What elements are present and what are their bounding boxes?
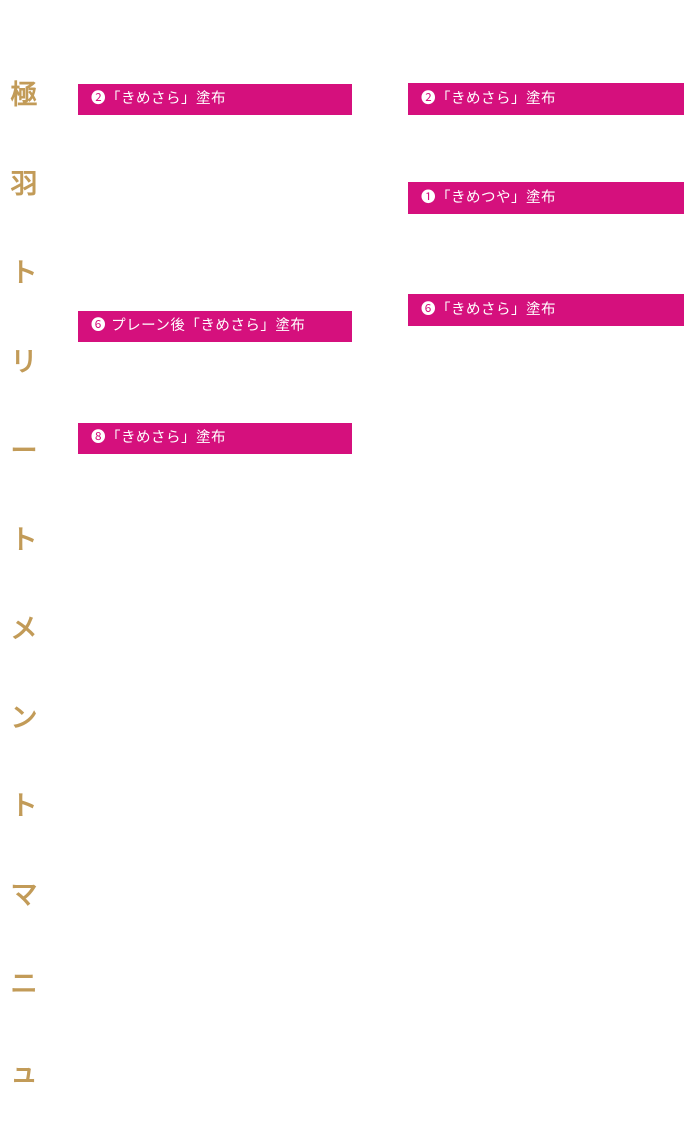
title-char: 極: [10, 80, 38, 112]
manual-page: 極 羽 ト リ ー ト メ ン ト マ ニ ュ ア ル ❷「きめさら」塗布 ❻ …: [4, 22, 684, 1089]
title-char: ニ: [10, 969, 38, 1001]
title-char: ュ: [10, 1058, 38, 1089]
step-bar-left-3[interactable]: ❽「きめさら」塗布: [78, 423, 352, 454]
step-bar-right-1[interactable]: ❷「きめさら」塗布: [408, 83, 684, 115]
page-title: 極 羽 ト リ ー ト メ ン ト マ ニ ュ ア ル: [4, 22, 44, 1088]
step-bar-label: ❻「きめさら」塗布: [421, 301, 556, 318]
step-bar-label: ❻ プレーン後「きめさら」塗布: [91, 318, 306, 335]
title-char: ン: [10, 702, 38, 734]
title-char: ト: [10, 791, 38, 823]
title-char: メ: [10, 613, 38, 645]
title-char: ト: [10, 258, 38, 290]
title-char: マ: [10, 880, 38, 912]
step-bar-right-3[interactable]: ❻「きめさら」塗布: [408, 294, 684, 326]
step-bar-label: ❷「きめさら」塗布: [421, 90, 556, 107]
step-bar-label: ❽「きめさら」塗布: [91, 430, 226, 447]
step-bar-label: ❶「きめつや」塗布: [421, 189, 556, 206]
step-bar-right-2[interactable]: ❶「きめつや」塗布: [408, 182, 684, 214]
step-bar-left-2[interactable]: ❻ プレーン後「きめさら」塗布: [78, 311, 352, 342]
title-char: ー: [10, 435, 38, 467]
title-char: 羽: [10, 169, 38, 201]
step-bar-left-1[interactable]: ❷「きめさら」塗布: [78, 84, 352, 115]
title-char: リ: [10, 347, 38, 378]
title-char: ト: [10, 524, 38, 556]
step-bar-label: ❷「きめさら」塗布: [91, 91, 226, 108]
